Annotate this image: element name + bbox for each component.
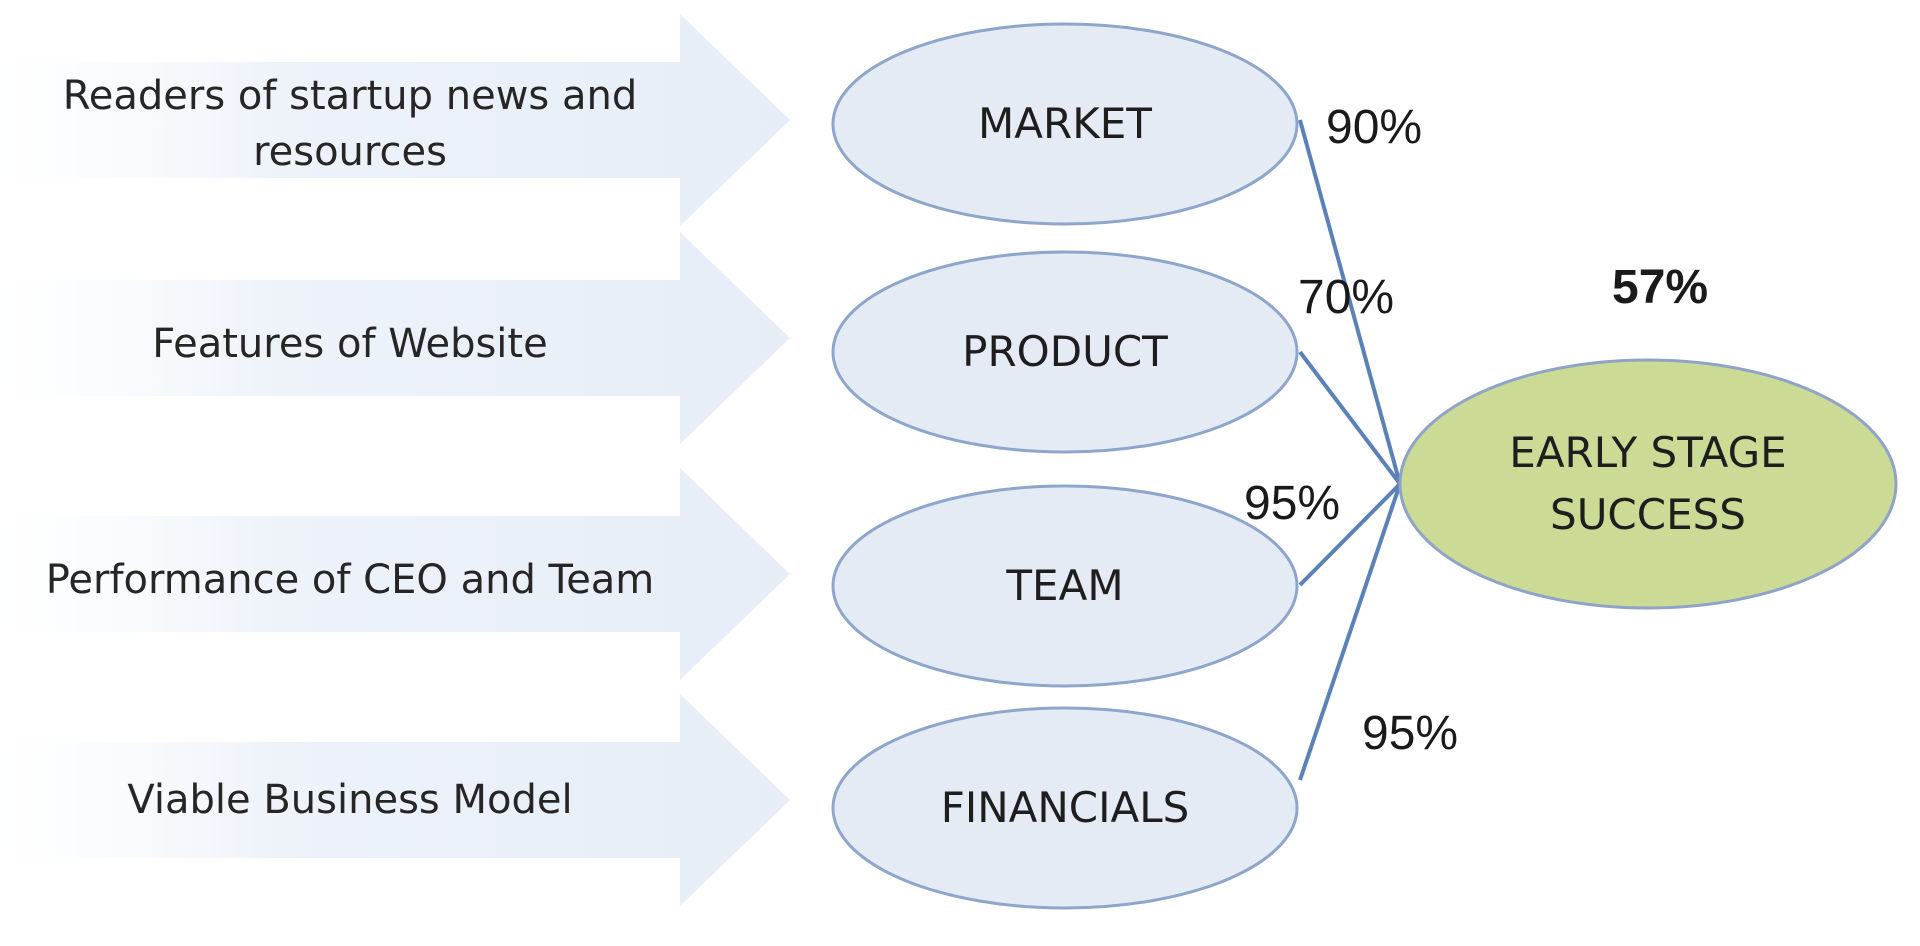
- factor-label-financials: FINANCIALS: [940, 783, 1190, 832]
- outcome-label: EARLY STAGE SUCCESS: [1509, 428, 1787, 539]
- factor-label-market: MARKET: [978, 99, 1152, 148]
- factor-label-team: TEAM: [1006, 561, 1124, 610]
- connector-product: [1298, 350, 1402, 486]
- connector-market: [1298, 119, 1402, 485]
- percent-market: 90%: [1326, 101, 1423, 154]
- input-label-2: Features of Website: [152, 321, 548, 367]
- percent-team: 95%: [1244, 477, 1341, 530]
- input-arrow-3: [0, 468, 790, 680]
- factor-ellipse-product: [831, 250, 1299, 454]
- input-arrow-2: [0, 232, 790, 444]
- factor-ellipse-financials: [831, 706, 1299, 910]
- input-label-1: Readers of startup news and resources: [62, 73, 638, 175]
- factor-label-product: PRODUCT: [962, 327, 1168, 376]
- outcome-ellipse: [1398, 358, 1898, 610]
- percent-outcome: 57%: [1612, 261, 1709, 314]
- factor-ellipse-market: [831, 22, 1299, 226]
- percent-financials: 95%: [1362, 707, 1459, 760]
- input-arrow-4: [0, 694, 790, 906]
- connector-team: [1298, 482, 1402, 587]
- input-label-3: Performance of CEO and Team: [45, 557, 655, 603]
- input-label-4: Viable Business Model: [127, 777, 573, 823]
- input-arrow-1: [0, 14, 790, 226]
- percent-product: 70%: [1298, 271, 1395, 324]
- factor-ellipse-team: [831, 484, 1299, 688]
- connector-financials: [1298, 483, 1402, 781]
